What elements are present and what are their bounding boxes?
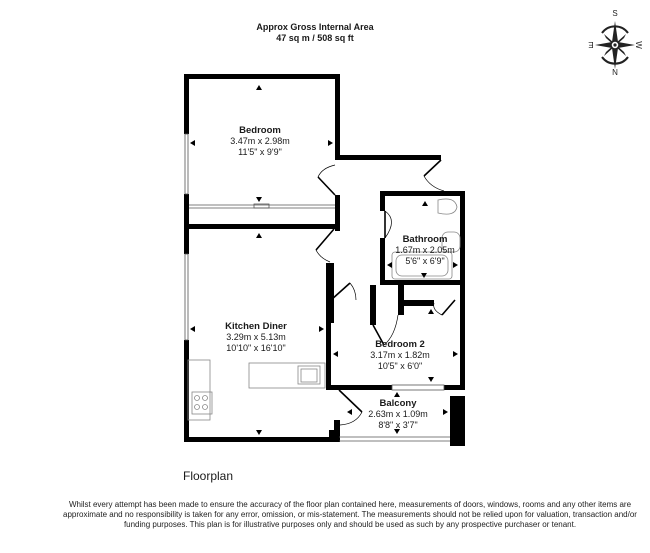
room-metric: 3.47m x 2.98m — [230, 136, 290, 146]
compass-label-left: E — [588, 40, 593, 49]
room-bedroom-2: Bedroom 2 3.17m x 1.82m 10'5" x 6'0" — [370, 339, 430, 372]
wall — [380, 238, 385, 282]
room-metric: 3.17m x 1.82m — [370, 350, 430, 360]
room-metric: 3.29m x 5.13m — [226, 332, 286, 342]
wall — [334, 420, 340, 442]
wall — [184, 224, 189, 254]
wall — [398, 300, 434, 306]
window — [184, 133, 189, 195]
wall — [380, 191, 385, 211]
room-name: Bedroom — [239, 125, 281, 136]
wall — [335, 74, 340, 156]
door — [317, 176, 336, 196]
room-kitchen-diner: Kitchen Diner 3.29m x 5.13m 10'10" x 16'… — [225, 321, 287, 354]
door — [315, 228, 335, 251]
wall — [184, 74, 189, 134]
hob — [191, 391, 213, 415]
area-header: Approx Gross Internal Area 47 sq m / 508… — [0, 22, 650, 44]
room-balcony: Balcony 2.63m x 1.09m 8'8" x 3'7" — [368, 398, 428, 431]
room-imperial: 8'8" x 3'7" — [378, 420, 418, 430]
room-imperial: 10'5" x 6'0" — [377, 361, 423, 371]
wall — [184, 340, 189, 442]
room-name: Kitchen Diner — [225, 321, 287, 332]
kitchen-counter — [187, 359, 211, 421]
wall — [326, 263, 334, 323]
room-bedroom: Bedroom 3.47m x 2.98m 11'5" x 9'9" — [230, 125, 290, 158]
compass-label-bottom: N — [612, 68, 618, 77]
basin — [441, 231, 461, 253]
floorplan-caption: Floorplan — [183, 469, 234, 483]
room-imperial: 11'5" x 9'9" — [238, 147, 282, 157]
compass-rose-icon: S N E W — [588, 9, 643, 77]
room-name: Balcony — [379, 398, 417, 409]
wall — [335, 195, 340, 231]
sliding-door — [391, 384, 445, 391]
room-imperial: 10'10" x 16'10" — [226, 343, 286, 353]
wall — [329, 430, 335, 442]
room-metric: 1.67m x 2.05m — [395, 245, 455, 255]
compass-label-right: W — [634, 41, 643, 49]
room-metric: 2.63m x 1.09m — [368, 409, 428, 419]
area-title: Approx Gross Internal Area — [256, 22, 374, 32]
compass-label-top: S — [612, 9, 617, 18]
window — [184, 253, 189, 341]
kitchen-island — [248, 362, 326, 389]
wall — [335, 155, 441, 160]
room-name: Bathroom — [402, 234, 448, 245]
wall — [380, 280, 465, 285]
wall — [184, 194, 189, 224]
toilet — [437, 198, 458, 215]
wall — [184, 224, 340, 229]
room-name: Bedroom 2 — [375, 339, 425, 350]
wall — [460, 191, 465, 389]
sink — [297, 365, 321, 385]
room-imperial: 5'6" x 6'9" — [405, 256, 445, 266]
wall — [444, 385, 465, 390]
wall — [326, 322, 331, 390]
wall — [184, 74, 340, 79]
wall — [380, 191, 465, 196]
wall — [450, 396, 465, 446]
wall — [370, 285, 376, 325]
room-bathroom: Bathroom 1.67m x 2.05m 5'6" x 6'9" — [395, 234, 455, 267]
area-value: 47 sq m / 508 sq ft — [276, 33, 354, 43]
wall — [326, 385, 392, 390]
disclaimer-text: Whilst every attempt has been made to en… — [63, 500, 637, 529]
wall — [184, 437, 339, 442]
